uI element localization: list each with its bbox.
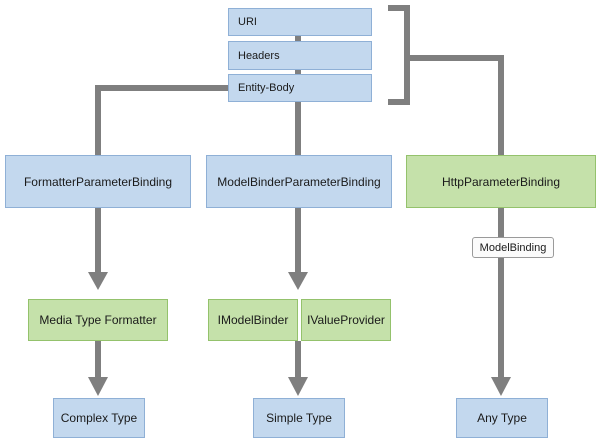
imodel-binder-label: IModelBinder	[217, 313, 289, 327]
arrowhead-formatter	[88, 272, 108, 290]
arrowhead-any-type	[491, 377, 511, 396]
media-type-formatter-label: Media Type Formatter	[39, 313, 157, 327]
request-uri-label: URI	[238, 16, 257, 28]
http-binding-box: HttpParameterBinding	[406, 155, 596, 208]
arrowhead-complex	[88, 377, 108, 396]
imodel-binder-box: IModelBinder	[208, 299, 298, 341]
arrowhead-simple	[288, 377, 308, 396]
model-binder-binding-box: ModelBinderParameterBinding	[206, 155, 392, 208]
request-headers-box: Headers	[228, 41, 372, 70]
any-type-box: Any Type	[456, 398, 548, 438]
request-bracket	[388, 5, 410, 105]
any-type-label: Any Type	[477, 411, 527, 425]
request-body-label: Entity-Body	[238, 82, 295, 94]
model-binding-text: ModelBinding	[479, 241, 547, 254]
arrow-body-to-formatter	[95, 85, 230, 276]
media-type-formatter-box: Media Type Formatter	[28, 299, 168, 341]
model-binder-binding-label: ModelBinderParameterBinding	[217, 174, 381, 189]
arrowhead-model-binder	[288, 272, 308, 290]
formatter-binding-box: FormatterParameterBinding	[5, 155, 191, 208]
simple-type-label: Simple Type	[266, 411, 332, 425]
formatter-binding-label: FormatterParameterBinding	[23, 174, 173, 189]
http-binding-label: HttpParameterBinding	[441, 174, 561, 189]
model-binding-edge-label: ModelBinding	[472, 237, 554, 258]
request-body-box: Entity-Body	[228, 74, 372, 102]
request-uri-box: URI	[228, 8, 372, 36]
ivalue-provider-label: IValueProvider	[307, 313, 385, 327]
ivalue-provider-box: IValueProvider	[301, 299, 391, 341]
request-headers-label: Headers	[238, 49, 280, 62]
arrow-bracket-to-any-type	[407, 55, 504, 381]
simple-type-box: Simple Type	[253, 398, 345, 438]
complex-type-label: Complex Type	[60, 411, 138, 425]
complex-type-box: Complex Type	[53, 398, 145, 438]
